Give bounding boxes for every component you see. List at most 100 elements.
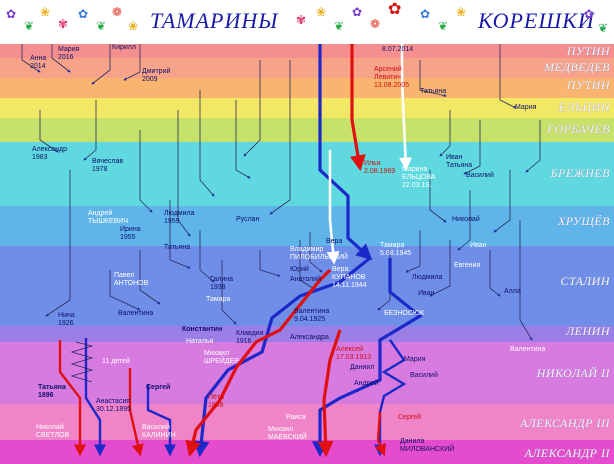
era-band: [0, 206, 614, 246]
era-label: ЕЛЬЦИН: [558, 100, 610, 114]
era-label: НИКОЛАЙ II: [536, 366, 610, 380]
person-tamara: Тамара: [206, 296, 231, 303]
flower-icon: ✿: [584, 7, 595, 21]
flower-icon: ❀: [128, 19, 139, 33]
person-yury: Юрий: [290, 266, 309, 273]
person-raisa: Раиса: [286, 414, 306, 421]
person-maria: Мария: [515, 104, 537, 111]
era-label: ЛЕНИН: [566, 324, 610, 338]
flower-icon: ✾: [58, 17, 69, 31]
era-band: [0, 78, 614, 98]
person-konstantin: Константин: [182, 326, 223, 333]
person-valentina: Валентина: [118, 310, 154, 317]
person-lyudmila: Людмила: [412, 274, 443, 281]
children-note: 11 детей: [102, 358, 130, 365]
flower-icon: ❀: [40, 5, 51, 19]
era-label: ПУТИН: [566, 78, 610, 92]
flower-icon: ❀: [316, 5, 327, 19]
person-alla: Алла: [504, 288, 521, 295]
person-sergey: Сергей: [398, 414, 422, 421]
person-valentina: Валентина: [510, 346, 546, 353]
person-alexandra: Александра: [290, 334, 329, 341]
leaf-icon: ❦: [96, 19, 107, 33]
flower-icon: ✿: [6, 7, 17, 21]
era-band: [0, 58, 614, 78]
era-label: БРЕЖНЕВ: [550, 166, 610, 180]
person-sergey: Сергей: [146, 384, 171, 391]
person-vasily: Василий: [410, 372, 438, 379]
leaf-icon: ❦: [24, 19, 35, 33]
date-label: 8.07.2014: [382, 46, 414, 53]
person-ivan: Иван: [418, 290, 435, 297]
person-evgeniya: Евгения: [454, 262, 481, 269]
era-band: [0, 342, 614, 404]
leaf-icon: ❦: [438, 19, 449, 33]
flower-icon: ❀: [456, 5, 467, 19]
era-band: [0, 326, 614, 342]
flower-icon: ✿: [352, 5, 363, 19]
era-label: ГОРБАЧЕВ: [547, 122, 610, 136]
era-band: [0, 44, 614, 58]
person-beznosyuk: БЕЗНОСЮК: [384, 310, 425, 317]
leaf-icon: ❦: [334, 19, 345, 33]
person-nikolay: Николай: [452, 216, 480, 223]
flower-icon: ❁: [370, 17, 381, 31]
person-mariya: Мария: [404, 356, 426, 363]
era-label: АЛЕКСАНДР II: [524, 446, 610, 460]
person-anatoly: Анатолий: [290, 276, 322, 283]
person-ruslan: Руслан: [236, 216, 260, 223]
era-band: [0, 404, 614, 440]
flower-icon: ✿: [420, 7, 431, 21]
person-natalya: Наталья: [186, 338, 214, 345]
era-band: [0, 246, 614, 326]
era-band: [0, 142, 614, 206]
era-label: ХРУЩЁВ: [557, 214, 610, 228]
person-tatyana: Татьяна: [420, 88, 447, 95]
header: ✿ ❦ ❀ ✾ ✿ ❦ ❁ ❀ ТАМАРИНЫ ✾ ❀ ❦ ✿ ❁ ✿ ✿ ❦…: [0, 0, 614, 44]
person-tatyana: Татьяна: [164, 244, 191, 251]
era-label: АЛЕКСАНДР III: [520, 416, 610, 430]
flower-icon: ✾: [296, 13, 307, 27]
era-label: МЕДВЕДЕВ: [544, 60, 610, 74]
person-daniil: Даниил: [350, 364, 375, 371]
flower-icon: ❁: [112, 5, 123, 19]
era-label: СТАЛИН: [560, 274, 610, 288]
person-andrey: Андрей: [354, 380, 379, 387]
leaf-icon: ❦: [598, 21, 609, 35]
era-band: [0, 118, 614, 142]
era-label: ПУТИН: [566, 44, 610, 58]
left-title: ТАМАРИНЫ: [150, 8, 279, 33]
person-vera: Вера: [326, 238, 343, 245]
person-vasily: Василий: [466, 172, 494, 179]
